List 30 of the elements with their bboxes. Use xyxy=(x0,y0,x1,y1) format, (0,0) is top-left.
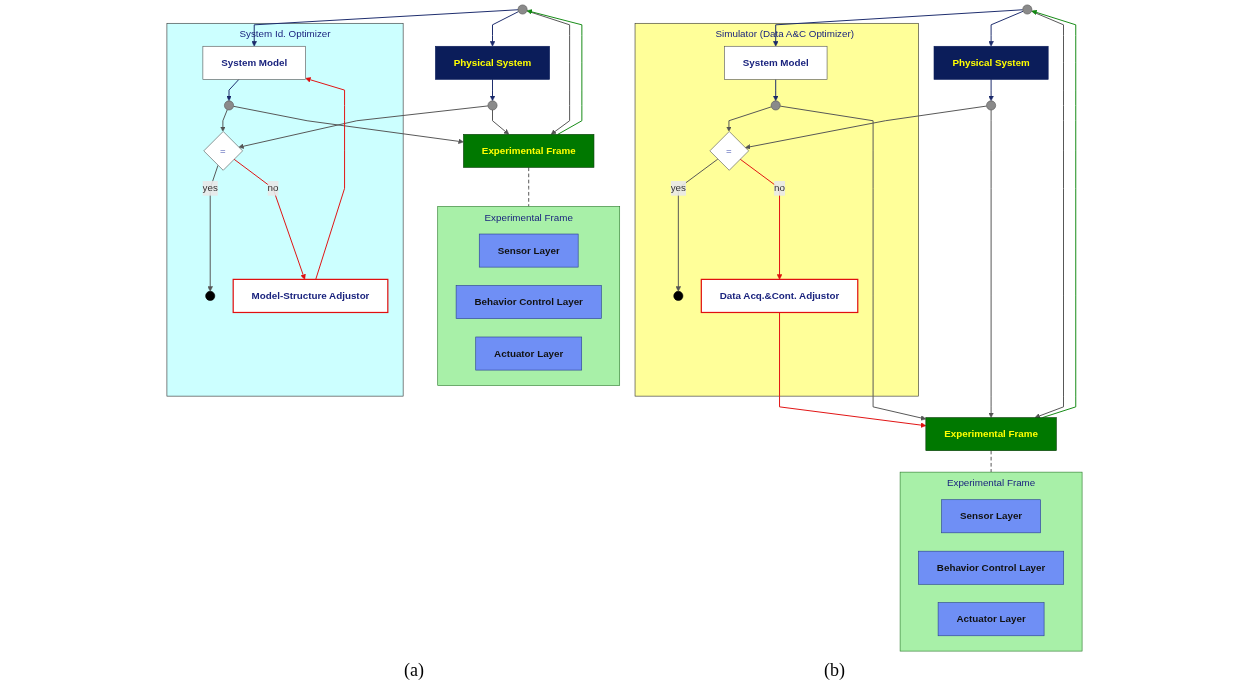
node-box: Physical System xyxy=(933,45,1049,80)
edge-label: no xyxy=(267,182,279,194)
node-box: Behavior Control Layer xyxy=(918,550,1064,585)
node-box: Behavior Control Layer xyxy=(455,285,602,319)
edge-label: yes xyxy=(670,182,686,194)
node-box: Actuator Layer xyxy=(937,602,1045,637)
node-circle xyxy=(487,100,498,111)
node-box: System Model xyxy=(724,45,828,80)
node-circle xyxy=(224,100,234,111)
panel-label: (a) xyxy=(404,660,424,681)
node-box: System Model xyxy=(202,45,306,80)
node-circle xyxy=(517,4,528,15)
node-circle xyxy=(1022,4,1033,15)
node-box: Experimental Frame xyxy=(925,417,1057,451)
node-diamond: = xyxy=(203,131,243,171)
node-circle xyxy=(770,100,781,111)
panel-label: (b) xyxy=(824,660,845,681)
node-box: Sensor Layer xyxy=(478,233,579,268)
edge-label: no xyxy=(774,182,785,194)
node-circle xyxy=(673,291,684,301)
node-box: Physical System xyxy=(435,45,550,80)
node-box: Actuator Layer xyxy=(475,336,582,371)
node-diamond: = xyxy=(709,131,749,171)
node-box: Model-Structure Adjustor xyxy=(232,278,389,314)
node-box: Data Acq.&Cont. Adjustor xyxy=(700,278,859,314)
node-box: Sensor Layer xyxy=(941,499,1041,534)
node-circle xyxy=(205,291,216,301)
edge-label: yes xyxy=(202,182,218,194)
node-box: Experimental Frame xyxy=(463,134,595,168)
node-circle xyxy=(986,100,996,111)
